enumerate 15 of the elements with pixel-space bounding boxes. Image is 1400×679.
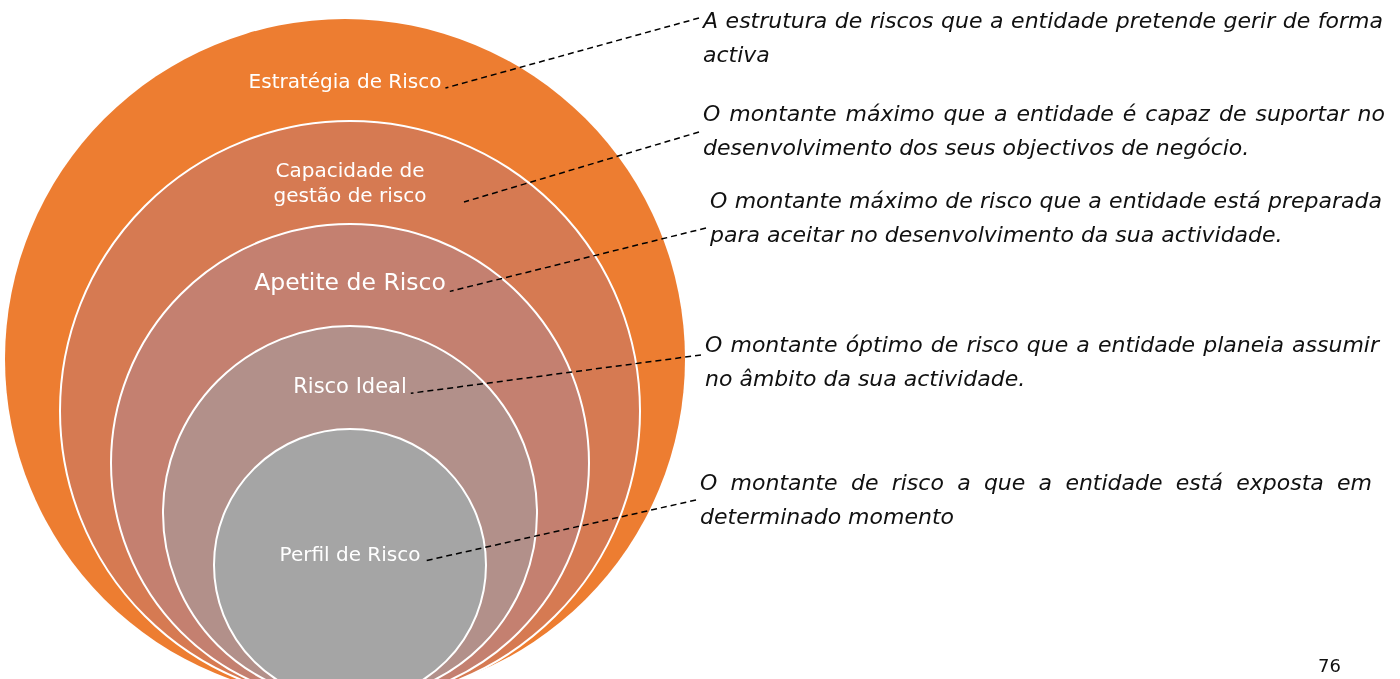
circle-label: Capacidade de gestão de risco xyxy=(272,158,428,208)
leader-line xyxy=(410,354,702,394)
circle-label: Risco Ideal xyxy=(293,373,407,400)
circle-label: Apetite de Risco xyxy=(254,268,446,298)
leader-line xyxy=(449,227,707,293)
leader-line xyxy=(463,131,700,203)
description-text: O montante óptimo de risco que a entidade planeia assumir no âmbito da sua actividade. xyxy=(705,328,1379,396)
description-text: A estrutura de riscos que a entidade pretende gerir de forma activa xyxy=(703,4,1383,72)
description-text: O montante máximo que a entidade é capaz de suportar no desenvolvimento dos seus objectivos de negócio. xyxy=(703,97,1385,165)
leader-line xyxy=(444,17,700,89)
description-text: O montante de risco a que a entidade está exposta em determinado momento xyxy=(700,466,1372,534)
description-text: O montante máximo de risco que a entidade está preparada para aceitar no desenvolvimento da sua actividade. xyxy=(710,184,1382,252)
circle-label: Estratégia de Risco xyxy=(248,69,442,94)
page-number: 76 xyxy=(1318,655,1341,676)
circle-label: Perfil de Risco xyxy=(279,542,421,567)
